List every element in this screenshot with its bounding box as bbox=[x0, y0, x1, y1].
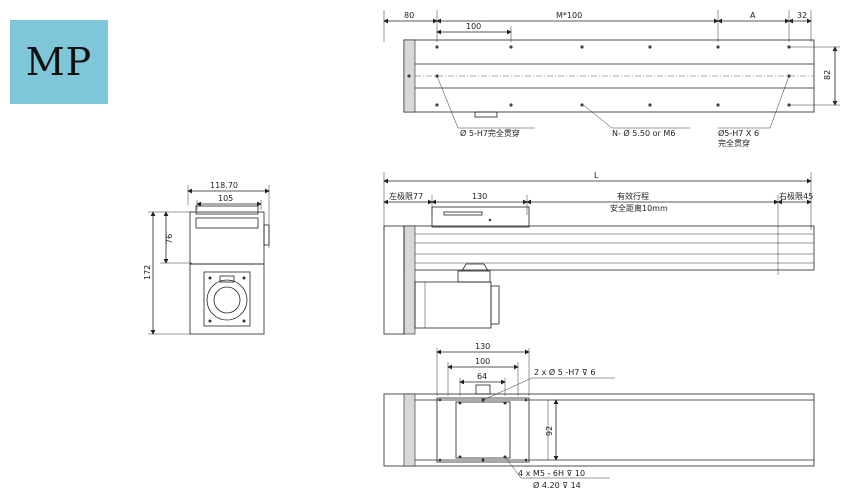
callout-dowel-holes: Ø5-H7 X 6 bbox=[718, 128, 759, 138]
product-badge: MP bbox=[10, 20, 108, 104]
dim-172: 172 bbox=[143, 265, 152, 280]
top-holes bbox=[407, 45, 791, 107]
dim-76: 76 bbox=[165, 234, 174, 244]
dim-left-limit: 左极限77 bbox=[389, 191, 423, 201]
dim-m100: M*100 bbox=[556, 11, 582, 20]
callout-h7-through: Ø 5-H7完全贯穿 bbox=[460, 128, 520, 138]
dim-80: 80 bbox=[404, 11, 414, 20]
dim-82: 82 bbox=[823, 70, 832, 80]
dim-a: A bbox=[750, 11, 756, 20]
side-view: L 左极限77 130 有效行程 安全距离10mm 右极限45 bbox=[383, 171, 815, 335]
dim-b130: 130 bbox=[475, 342, 490, 351]
top-view: 80 M*100 A 32 100 82 bbox=[383, 10, 840, 148]
dim-b64: 64 bbox=[477, 372, 487, 381]
dim-130: 130 bbox=[472, 192, 487, 201]
side-rail bbox=[403, 225, 815, 271]
dim-b100: 100 bbox=[475, 357, 490, 366]
top-body bbox=[403, 39, 815, 113]
dim-l: L bbox=[594, 171, 599, 180]
side-carriage bbox=[431, 206, 530, 228]
dim-100: 100 bbox=[466, 22, 481, 31]
end-body bbox=[189, 263, 265, 335]
callout-mount-holes: N- Ø 5.50 or M6 bbox=[612, 128, 675, 138]
bottom-view: 130 100 64 92 2 x Ø 5 -H7 ⊽ 6 4 x M5 - 6… bbox=[383, 342, 815, 490]
dim-118-70: 118.70 bbox=[210, 181, 238, 190]
badge-label: MP bbox=[25, 40, 93, 84]
end-view: 118.70 105 76 172 bbox=[143, 181, 270, 335]
callout-thread: 4 x M5 - 6H ⊽ 10 bbox=[518, 469, 585, 478]
callout-dowel-through: 完全贯穿 bbox=[718, 138, 750, 148]
end-motor-face bbox=[206, 279, 248, 321]
side-motor bbox=[414, 281, 492, 329]
dim-105: 105 bbox=[218, 194, 233, 203]
dim-stroke: 有效行程 bbox=[617, 191, 649, 201]
dim-safety: 安全距离10mm bbox=[610, 203, 668, 213]
callout-drill: Ø 4.20 ⊽ 14 bbox=[533, 480, 581, 490]
bottom-body bbox=[383, 393, 815, 467]
bottom-carriage bbox=[436, 397, 530, 463]
dim-32: 32 bbox=[797, 11, 807, 20]
callout-dowel-pair: 2 x Ø 5 -H7 ⊽ 6 bbox=[534, 367, 595, 377]
end-carriage bbox=[189, 211, 265, 265]
dim-right-limit: 右极限45 bbox=[779, 191, 813, 201]
dim-92: 92 bbox=[545, 426, 554, 436]
